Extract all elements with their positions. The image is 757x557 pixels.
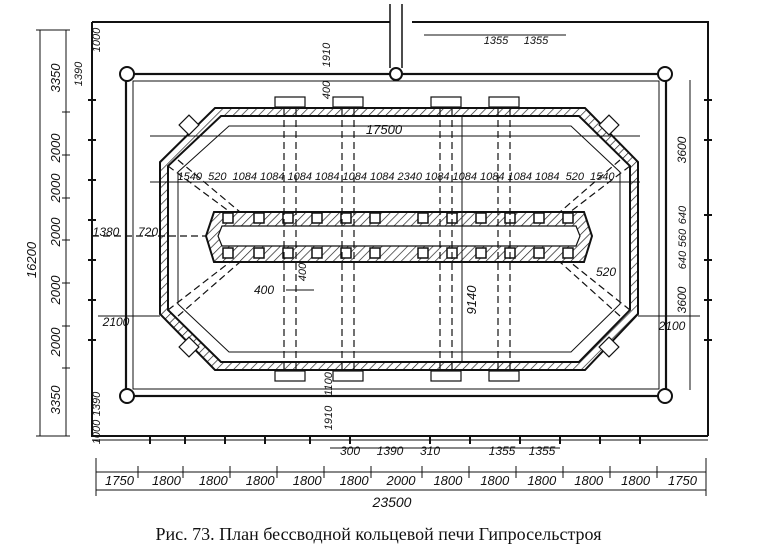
bottom-chain-label-8: 1800 bbox=[480, 473, 510, 488]
bottom-chain-label-11: 1800 bbox=[621, 473, 651, 488]
top-chain-label-6: 1084 bbox=[343, 171, 367, 183]
dim-1355-c: 1355 bbox=[489, 444, 516, 458]
bottom-chain-label-2: 1800 bbox=[199, 473, 229, 488]
top-chain-label-1: 520 bbox=[208, 171, 227, 183]
figure-caption: Рис. 73. План бессводной кольцевой печи … bbox=[155, 524, 602, 544]
bottom-chain-label-4: 1800 bbox=[293, 473, 323, 488]
dim-left-1000-bottom: 1000 bbox=[91, 419, 103, 444]
dim-400-h: 400 bbox=[254, 283, 274, 297]
top-chain-label-2: 1084 bbox=[233, 171, 257, 183]
top-chain-label-7: 1084 bbox=[370, 171, 394, 183]
dim-520-right: 520 bbox=[596, 265, 616, 279]
top-chain-label-10: 1084 bbox=[453, 171, 477, 183]
top-duct bbox=[389, 4, 403, 68]
dim-400-top: 400 bbox=[321, 80, 333, 99]
bottom-chain-label-9: 1800 bbox=[527, 473, 557, 488]
dim-total-width: 16200 bbox=[24, 241, 39, 278]
dimension-lines bbox=[36, 29, 707, 496]
top-chain-label-14: 520 bbox=[566, 171, 585, 183]
bottom-chain-label-5: 1800 bbox=[340, 473, 370, 488]
bottom-dimension-chain: 1750 1800 1800 1800 1800 1800 2000 1800 1800 1800… bbox=[105, 473, 698, 488]
outer-frame bbox=[91, 21, 709, 441]
dim-1910-top: 1910 bbox=[321, 42, 333, 67]
dim-left-1000-top: 1000 bbox=[91, 27, 103, 52]
dim-left-2000-3: 2000 bbox=[48, 217, 63, 248]
dim-left-2000-2: 2000 bbox=[48, 173, 63, 204]
dim-1380: 1380 bbox=[93, 225, 120, 239]
dimension-texts: 23500 16200 3350 3350 2000 2000 2000 200… bbox=[24, 27, 689, 510]
dim-310: 310 bbox=[420, 444, 440, 458]
dashed-ducts bbox=[92, 98, 631, 382]
wall-stubs bbox=[178, 96, 620, 382]
dim-kiln-length: 17500 bbox=[366, 122, 403, 137]
dim-left-2000-4: 2000 bbox=[48, 275, 63, 306]
corner-posts bbox=[119, 66, 673, 404]
dim-1355-d: 1355 bbox=[529, 444, 556, 458]
dim-side-bottom: 3350 bbox=[48, 385, 63, 415]
top-chain-label-12: 1084 bbox=[508, 171, 532, 183]
bottom-chain-label-3: 1800 bbox=[246, 473, 276, 488]
top-chain-label-13: 1084 bbox=[535, 171, 559, 183]
dim-560: 560 bbox=[677, 228, 689, 247]
dim-9140: 9140 bbox=[464, 285, 479, 315]
top-chain-label-4: 1084 bbox=[288, 171, 312, 183]
dim-total-length: 23500 bbox=[372, 494, 412, 510]
dim-1390-bottom: 1390 bbox=[377, 444, 404, 458]
dim-300: 300 bbox=[340, 444, 360, 458]
top-chain-label-5: 1084 bbox=[315, 171, 339, 183]
bottom-chain-label-0: 1750 bbox=[105, 473, 135, 488]
frame-ticks bbox=[88, 99, 712, 444]
top-chain-label-11: 1084 bbox=[480, 171, 504, 183]
dim-2100-left: 2100 bbox=[102, 315, 130, 329]
kiln-plan-drawing: 23500 16200 3350 3350 2000 2000 2000 200… bbox=[24, 4, 712, 510]
top-chain-label-3: 1084 bbox=[260, 171, 284, 183]
bottom-chain-label-12: 1750 bbox=[668, 473, 698, 488]
dim-left-1390-bottom: 1390 bbox=[91, 391, 103, 416]
dim-left-2000-1: 2000 bbox=[48, 133, 63, 164]
dim-720: 720 bbox=[138, 225, 158, 239]
top-chain-label-0: 1540 bbox=[178, 171, 203, 183]
dim-3600-top: 3600 bbox=[675, 136, 689, 163]
dim-400-v: 400 bbox=[297, 262, 309, 281]
top-chain-label-9: 1084 bbox=[425, 171, 449, 183]
bottom-chain-label-7: 1800 bbox=[433, 473, 463, 488]
dim-1355-a: 1355 bbox=[484, 35, 509, 47]
dim-left-1390-top: 1390 bbox=[73, 61, 85, 86]
bottom-chain-label-10: 1800 bbox=[574, 473, 604, 488]
dim-640-b: 640 bbox=[677, 250, 689, 269]
dim-1355-b: 1355 bbox=[524, 35, 549, 47]
top-chain-label-8: 2340 bbox=[397, 171, 423, 183]
dim-640-a: 640 bbox=[677, 205, 689, 224]
dim-left-2000-5: 2000 bbox=[48, 327, 63, 358]
bottom-chain-label-1: 1800 bbox=[152, 473, 182, 488]
kiln-spine bbox=[204, 211, 594, 263]
dim-1100: 1100 bbox=[323, 371, 335, 396]
dim-2100-right: 2100 bbox=[658, 319, 686, 333]
bottom-chain-label-6: 2000 bbox=[386, 473, 417, 488]
dim-side-top: 3350 bbox=[48, 63, 63, 93]
dim-3600-bottom: 3600 bbox=[675, 286, 689, 313]
top-chain-label-15: 1540 bbox=[590, 171, 615, 183]
dim-1910-bottom: 1910 bbox=[323, 405, 335, 430]
